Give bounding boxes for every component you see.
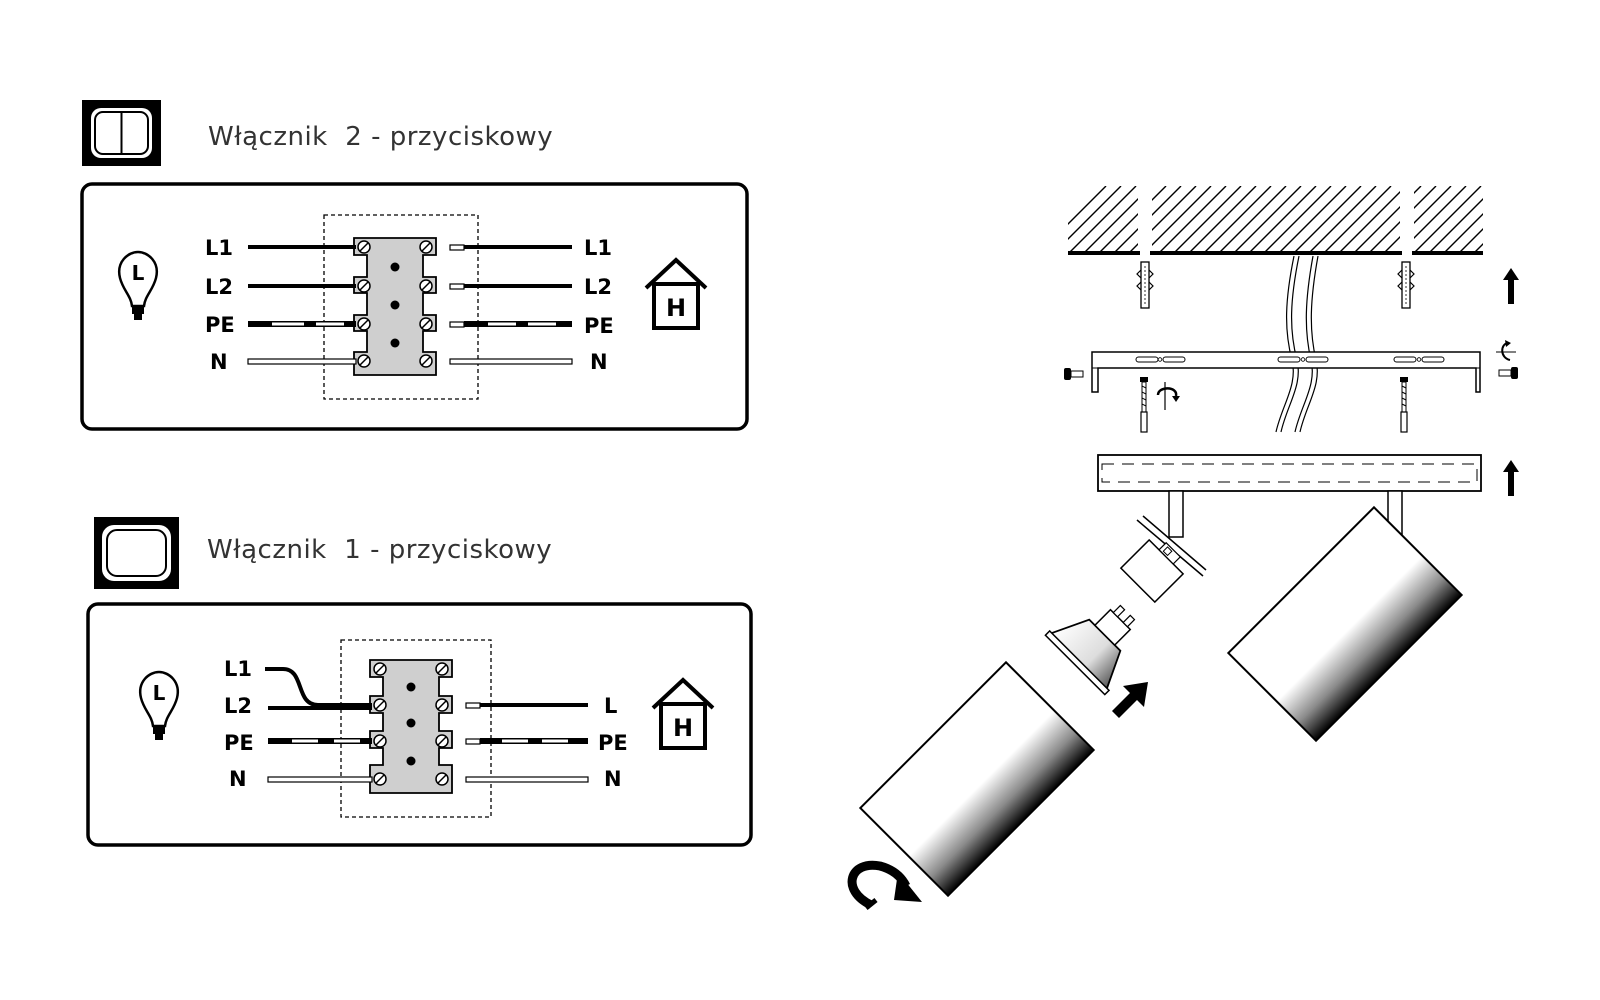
left-label-n: N (210, 350, 228, 374)
wires-right (449, 244, 573, 365)
ceiling-hatch-line (1459, 228, 1483, 252)
terminal-block (353, 237, 437, 376)
rotate-arrow-icon (847, 860, 922, 910)
ceiling-hatch-line (1429, 198, 1483, 252)
double-rocker-switch-icon (82, 100, 161, 166)
ceiling-hatch-line (1490, 186, 1556, 252)
terminal-block (369, 659, 453, 794)
ceiling-hatch-line (1444, 213, 1483, 252)
ceiling-hatch-line (1294, 186, 1362, 252)
lamp-badge: L (132, 261, 145, 285)
house-badge: H (666, 294, 686, 322)
spotlight-left (858, 660, 1096, 898)
ceiling (1068, 186, 1556, 256)
ceiling-hatch-line (1068, 186, 1107, 225)
switch-double-section: Włącznik 2 - przyciskowy L H (80, 100, 749, 431)
light-bulb-icon: L (117, 250, 159, 320)
right-label-n: N (604, 767, 622, 791)
switch-single-section: Włącznik 1 - przyciskowy L H (86, 517, 753, 847)
up-arrow-icon (1503, 460, 1519, 496)
ceiling-hatch-line (1234, 186, 1302, 252)
right-label-l2: L2 (584, 275, 612, 299)
screw-right (1400, 377, 1408, 433)
ceiling-hatch-line (1384, 186, 1452, 252)
ceiling-hatch-line (1339, 186, 1407, 252)
right-label-l1: L1 (584, 236, 612, 260)
wall-plug-left (1136, 261, 1154, 309)
left-label-l1: L1 (205, 236, 233, 260)
left-label-pe: PE (205, 313, 235, 337)
spotlight-right (1226, 505, 1464, 743)
supply-cables (1275, 255, 1319, 433)
screw-left (1140, 377, 1148, 433)
switch-boundary (340, 639, 492, 818)
single-rocker-switch-icon (94, 517, 179, 589)
ceiling-hatch-line (1219, 186, 1287, 252)
light-bulb-icon: L (138, 670, 180, 740)
rotate-arrow-icon (1156, 382, 1180, 410)
left-label-l2: L2 (205, 275, 233, 299)
wires-left (247, 245, 357, 365)
ceiling-hatch-line (1474, 243, 1483, 252)
ceiling-hatch-line (1189, 186, 1257, 252)
ceiling-hatch-line (1264, 186, 1332, 252)
left-label-pe: PE (224, 731, 254, 755)
switch-single-wiring-box (86, 602, 753, 847)
wires-right (465, 702, 589, 783)
ceiling-hatch-line (1249, 186, 1317, 252)
switch-single-title: Włącznik 1 - przyciskowy (207, 535, 552, 565)
ceiling-hatch-line (1144, 186, 1212, 252)
mounting-illustration (847, 186, 1556, 910)
switch-boundary (323, 214, 479, 400)
house-icon: H (644, 257, 708, 330)
ceiling-hatch-line (1099, 186, 1167, 252)
gu10-socket (1119, 538, 1185, 604)
ceiling-hatch-line (1324, 186, 1392, 252)
left-label-n: N (229, 767, 247, 791)
left-label-l1: L1 (224, 657, 252, 681)
ceiling-hatch-line (1279, 186, 1347, 252)
up-arrow-icon (1112, 682, 1148, 718)
ceiling-hatch-line (1309, 186, 1377, 252)
side-screw-left (1064, 368, 1084, 380)
ceiling-canopy (1097, 454, 1482, 492)
ceiling-hatch-line (1204, 186, 1272, 252)
switch-double-title: Włącznik 2 - przyciskowy (208, 122, 553, 152)
ceiling-hatch-line (1068, 186, 1122, 240)
right-label-pe: PE (598, 731, 628, 755)
right-label-l: L (604, 694, 617, 718)
right-label-n: N (590, 350, 608, 374)
up-arrow-icon (1503, 268, 1519, 304)
ceiling-hatch-line (1069, 186, 1137, 252)
house-badge: H (673, 714, 693, 742)
lamp-badge: L (153, 681, 166, 705)
ceiling-hatch-line (1414, 186, 1482, 252)
mounting-bracket (1091, 351, 1481, 393)
wall-plug-right (1397, 261, 1415, 309)
right-label-pe: PE (584, 314, 614, 338)
gu10-bulb (1044, 604, 1136, 696)
switch-double-wiring-box (80, 182, 749, 431)
left-label-l2: L2 (224, 694, 252, 718)
side-screw-right (1496, 340, 1518, 379)
house-icon: H (651, 677, 715, 750)
wires-left (265, 667, 373, 783)
ceiling-hatch-line (1159, 186, 1227, 252)
ceiling-hatch-line (1174, 186, 1242, 252)
